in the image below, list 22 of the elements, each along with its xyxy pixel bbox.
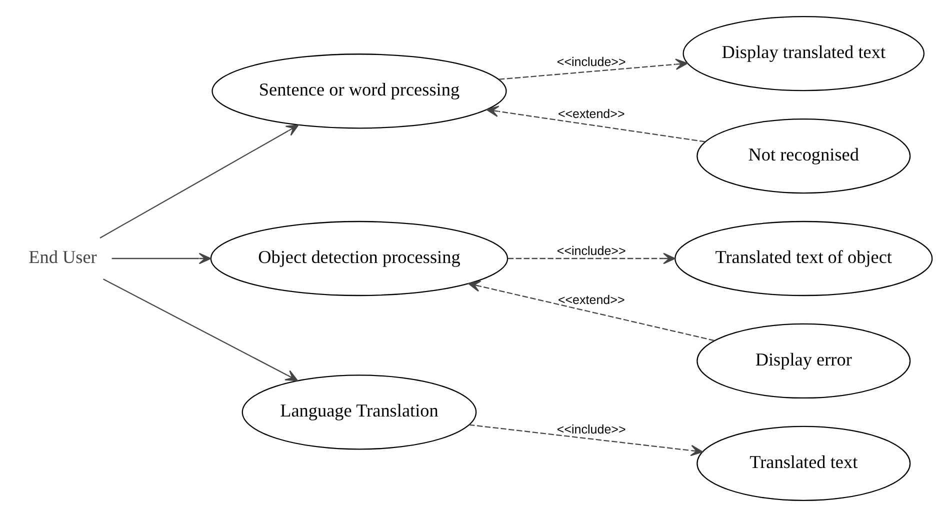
- arrow: [102, 278, 298, 382]
- arrow: [498, 58, 688, 80]
- edge-label: <<include>>: [556, 244, 626, 258]
- node-ellipse: Sentence or word prcessing: [211, 54, 506, 129]
- edge-label: <<include>>: [556, 422, 626, 437]
- arrow: [486, 106, 705, 142]
- arrow: [467, 280, 714, 342]
- edge-label: <<include>>: [556, 54, 626, 69]
- node-ellipse: Translated text of object: [674, 220, 932, 296]
- node-text: End User: [28, 246, 96, 267]
- node-ellipse: Object detection processing: [210, 220, 508, 296]
- node-ellipse: Display translated text: [682, 16, 924, 92]
- edge-label: <<extend>>: [557, 292, 624, 307]
- node-ellipse: Language Translation: [241, 374, 476, 450]
- node-ellipse: Translated text: [696, 426, 910, 502]
- arrow: [99, 124, 298, 238]
- arrow: [468, 424, 703, 456]
- edge-label: <<extend>>: [557, 107, 624, 122]
- node-ellipse: Display error: [696, 323, 910, 399]
- node-ellipse: Not recognised: [696, 118, 910, 194]
- arrow: [111, 252, 211, 264]
- arrow: [507, 252, 676, 264]
